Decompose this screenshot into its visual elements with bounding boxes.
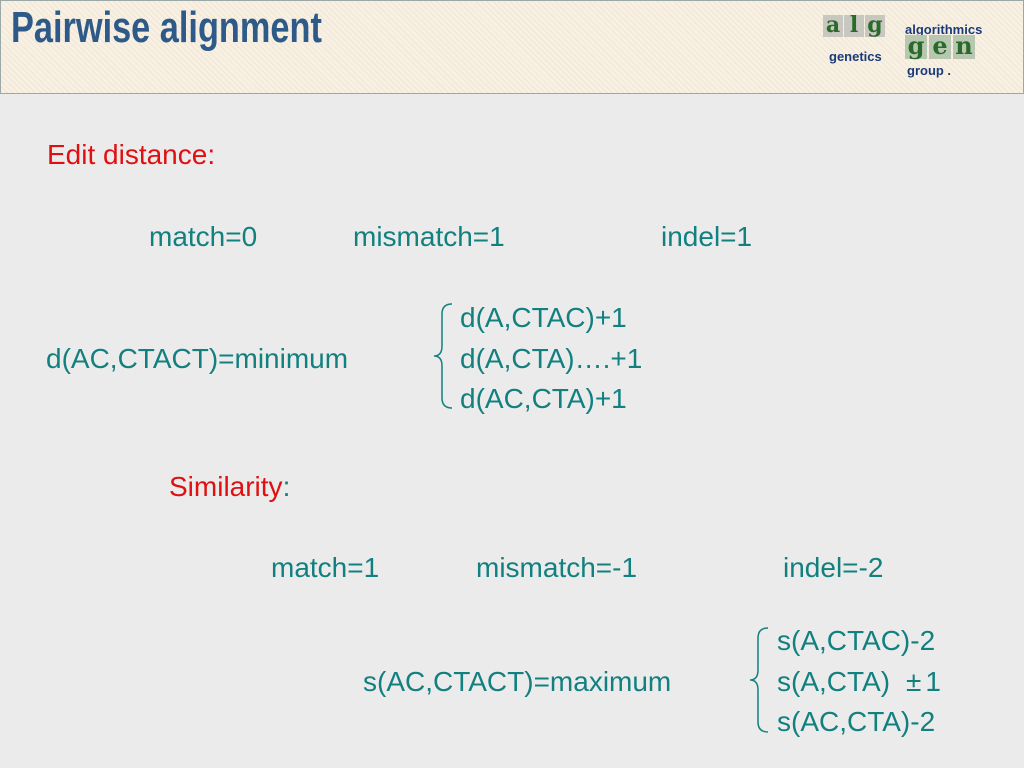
similarity-mismatch-score: mismatch=-1 (476, 552, 638, 583)
edit-option-2: d(A,CTA)….+1 (460, 343, 643, 374)
similarity-heading-colon: : (282, 471, 291, 502)
logo-letter: n (953, 34, 975, 59)
left-brace-icon (433, 303, 453, 409)
logo-text-genetics: genetics (829, 49, 882, 64)
similarity-heading: Similarity: (169, 471, 290, 503)
logo-letter: g (905, 34, 927, 59)
similarity-option-2-suffix: 1 (925, 666, 941, 697)
plus-minus-symbol: ± (906, 666, 922, 697)
similarity-option-2: s(A,CTA) ±1 (777, 666, 941, 698)
edit-mismatch-score: mismatch=1 (353, 221, 505, 252)
similarity-recurrence-lhs: s(AC,CTACT)=maximum (363, 666, 672, 697)
logo-letter: l (844, 14, 864, 37)
left-brace-icon (749, 627, 769, 733)
slide-title: Pairwise alignment (11, 3, 322, 52)
logo-letter: g (865, 14, 885, 37)
similarity-option-1: s(A,CTAC)-2 (777, 625, 936, 656)
edit-recurrence-lhs: d(AC,CTACT)=minimum (46, 343, 349, 374)
logo-letter: a (823, 14, 843, 37)
edit-option-3: d(AC,CTA)+1 (460, 383, 627, 414)
edit-match-score: match=0 (149, 221, 258, 252)
similarity-match-score: match=1 (271, 552, 380, 583)
logo-text-group: group . (907, 63, 952, 78)
similarity-option-2-prefix: s(A,CTA) (777, 666, 891, 697)
edit-indel-score: indel=1 (661, 221, 753, 252)
similarity-indel-score: indel=-2 (783, 552, 884, 583)
edit-option-1: d(A,CTAC)+1 (460, 302, 627, 333)
similarity-heading-word: Similarity (169, 471, 283, 502)
edit-distance-heading: Edit distance: (47, 139, 216, 170)
logo-letter: e (929, 34, 951, 59)
logo-text-algorithmics: algorithmics (905, 22, 983, 37)
similarity-option-3: s(AC,CTA)-2 (777, 706, 936, 737)
